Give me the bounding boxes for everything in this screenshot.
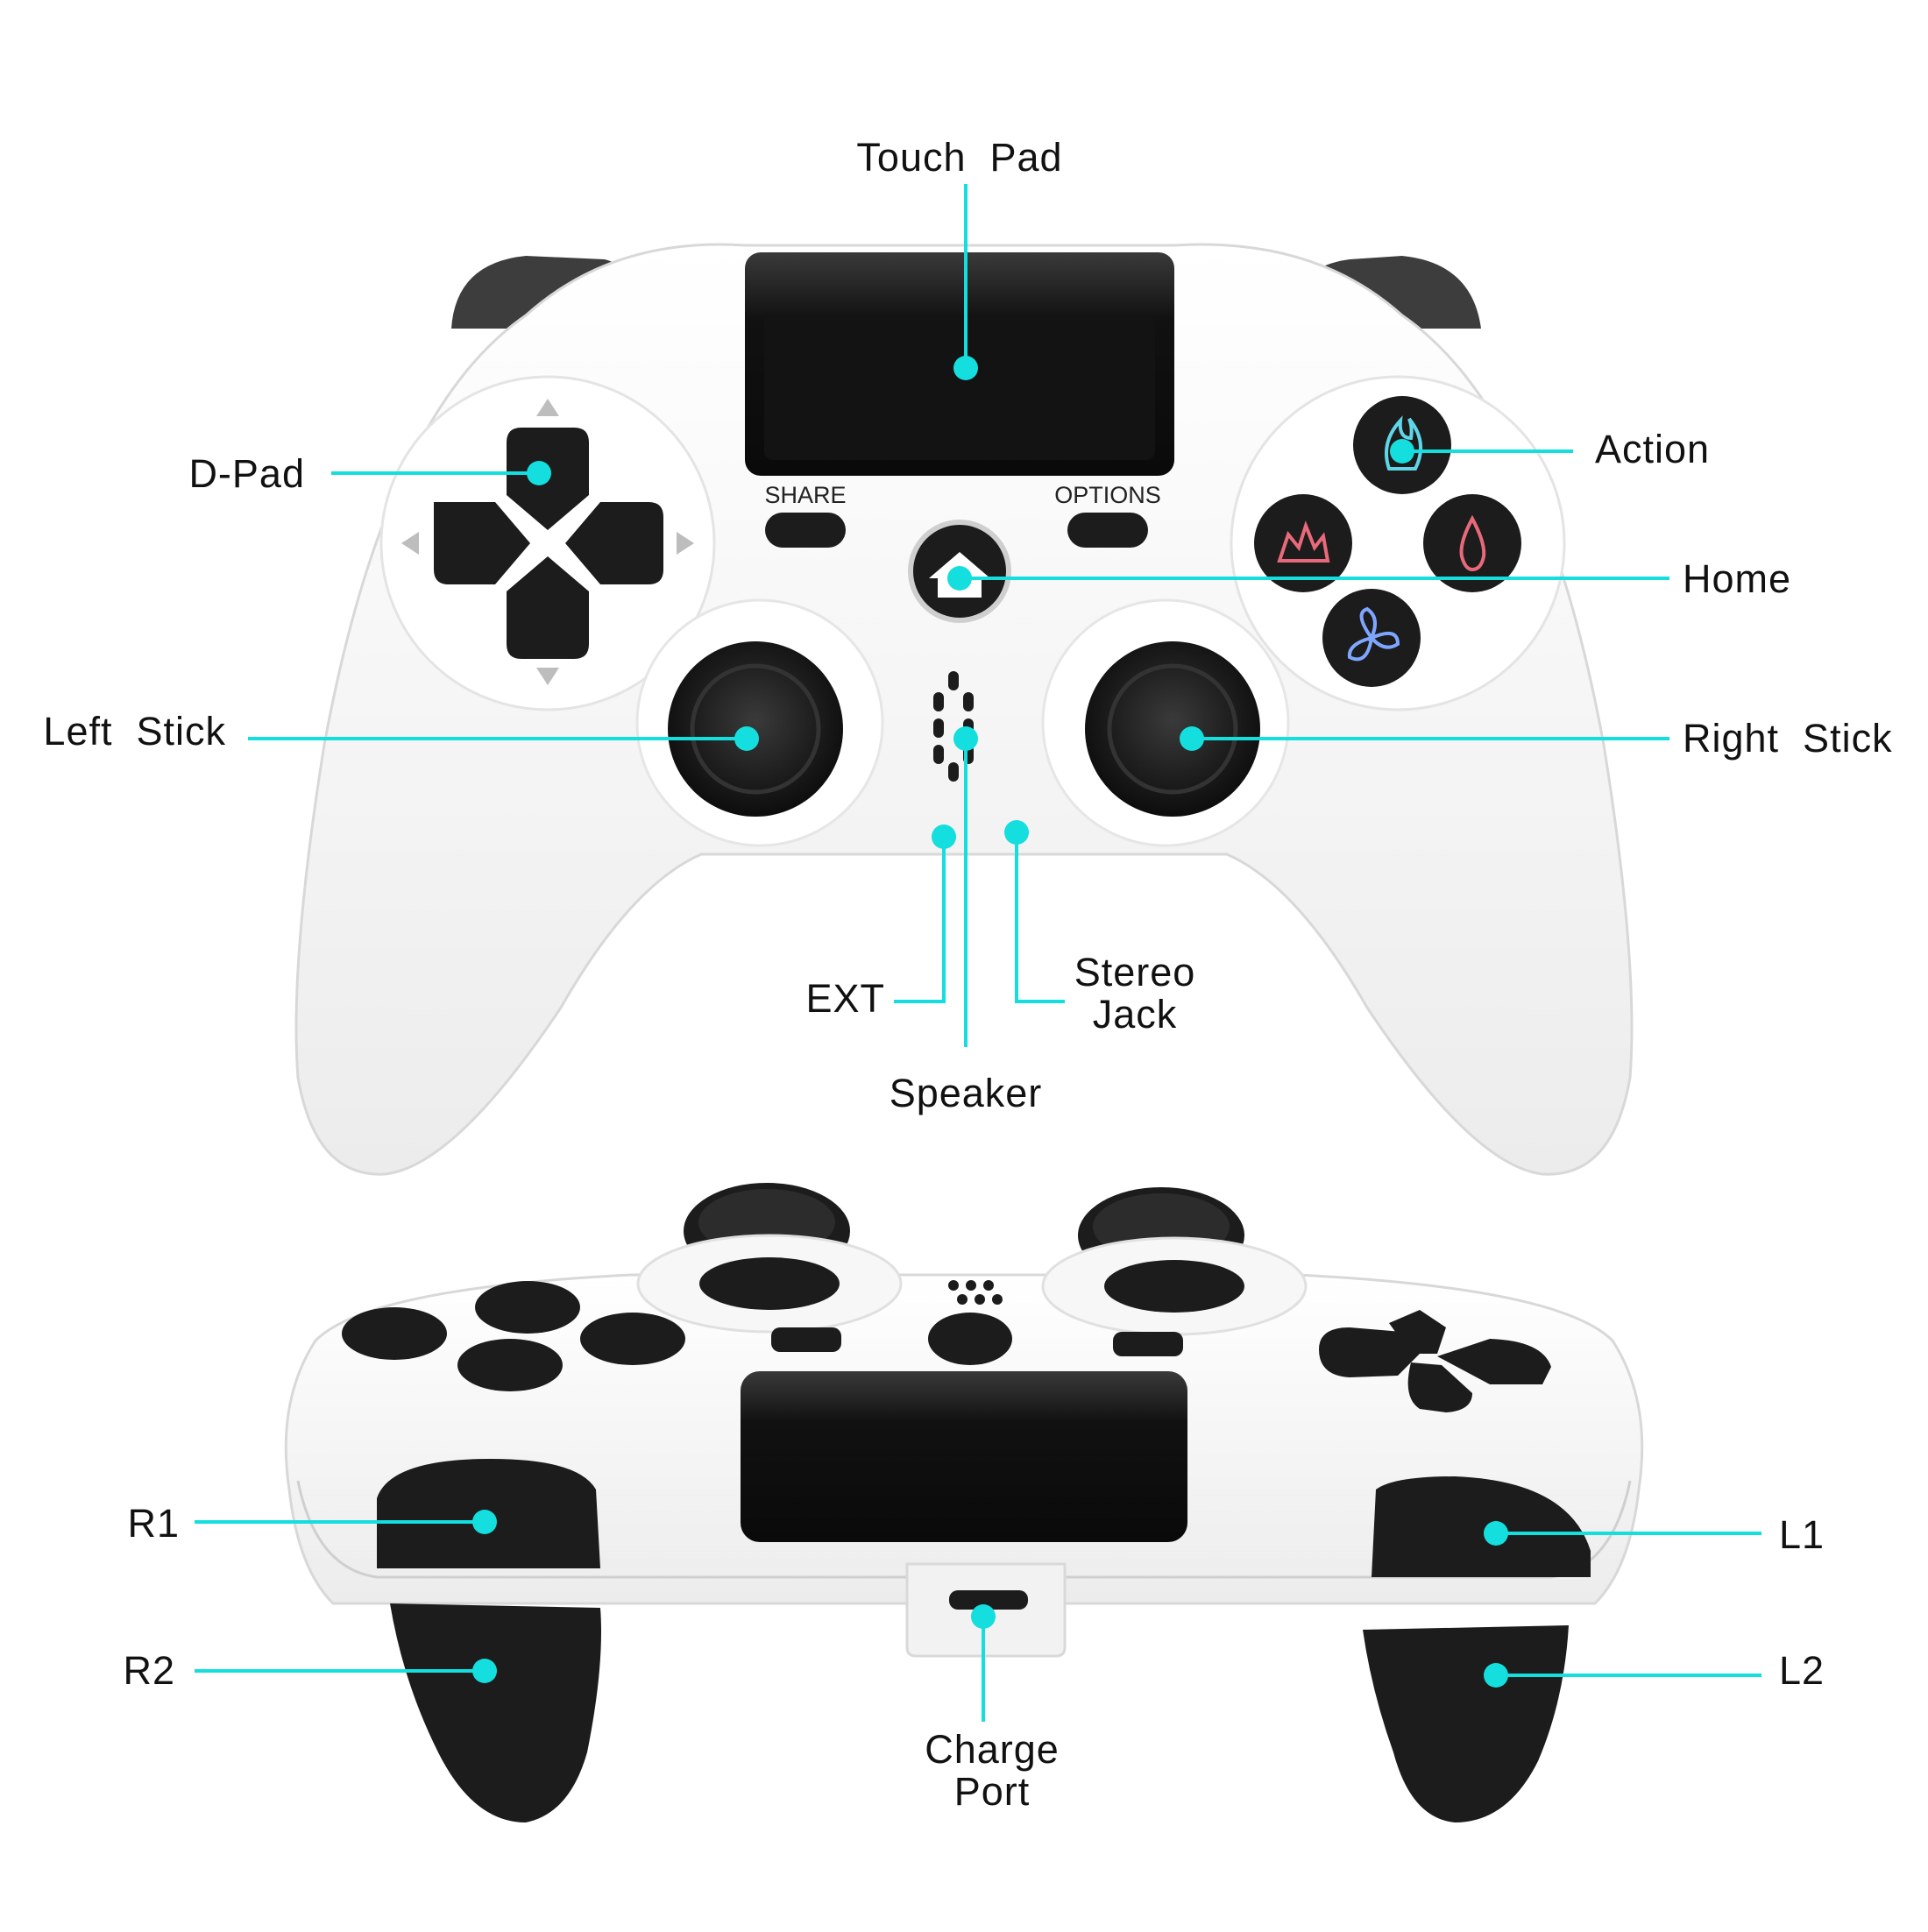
charge-port — [949, 1590, 1028, 1610]
share-button[interactable] — [765, 513, 846, 548]
action-button-left[interactable] — [1254, 494, 1352, 592]
label-stereo-jack-line2: Jack — [1093, 992, 1178, 1037]
label-r2: R2 — [123, 1648, 175, 1693]
label-d-pad: D-Pad — [188, 451, 305, 496]
label-left-stick: Left Stick — [43, 709, 226, 754]
callout-leaders — [195, 184, 1761, 1722]
label-stereo-jack-line1: Stereo — [1074, 950, 1196, 994]
label-home: Home — [1683, 556, 1791, 601]
label-ext: EXT — [805, 976, 885, 1021]
r2-trigger[interactable] — [390, 1603, 601, 1822]
callout-labels: Touch Pad D-Pad Action Home Left Stick R… — [43, 135, 1893, 1814]
label-action: Action — [1595, 427, 1710, 471]
back-d-pad — [1319, 1310, 1551, 1412]
label-touch-pad: Touch Pad — [856, 135, 1062, 180]
action-buttons[interactable] — [1254, 396, 1521, 687]
l2-trigger[interactable] — [1363, 1625, 1569, 1822]
d-pad[interactable] — [401, 399, 694, 685]
l1-button[interactable] — [1372, 1476, 1591, 1577]
d-pad-right[interactable] — [565, 502, 663, 584]
label-right-stick: Right Stick — [1683, 716, 1893, 761]
label-l1: L1 — [1779, 1512, 1825, 1557]
d-pad-down[interactable] — [507, 556, 589, 659]
options-label: OPTIONS — [1054, 482, 1161, 508]
d-pad-left[interactable] — [434, 502, 530, 584]
label-l2: L2 — [1779, 1648, 1825, 1693]
back-controller — [284, 1183, 1644, 1822]
back-touch-pad — [741, 1371, 1187, 1542]
options-button[interactable] — [1067, 513, 1148, 548]
action-button-right[interactable] — [1423, 494, 1521, 592]
label-r1: R1 — [127, 1501, 180, 1546]
back-speaker-dots — [948, 1280, 1003, 1305]
share-label: SHARE — [764, 482, 846, 508]
label-speaker: Speaker — [890, 1071, 1043, 1115]
label-charge-port-line2: Port — [954, 1769, 1031, 1814]
label-charge-port-line1: Charge — [925, 1727, 1060, 1772]
